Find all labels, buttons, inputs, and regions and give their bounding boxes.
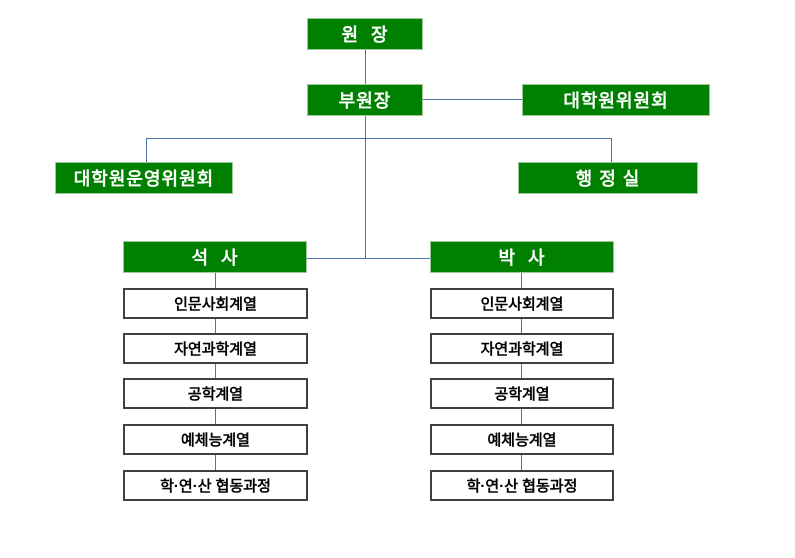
doctoral-dept-label: 예체능계열 (487, 432, 557, 449)
graduate-school-operating-committee-label: 대학원운영위원회 (73, 169, 215, 189)
masters-dept-box: 공학계열 (123, 378, 308, 409)
director-box: 원 장 (307, 18, 423, 50)
connector-to-admin-office (611, 138, 612, 162)
masters-dept-box: 인문사회계열 (123, 288, 308, 319)
connector-director-to-vice (365, 50, 366, 84)
vice-director-label: 부원장 (338, 91, 392, 111)
doctoral-dept-box: 인문사회계열 (430, 288, 614, 319)
masters-box: 석 사 (123, 241, 307, 273)
masters-dept-label: 학·연·산 협동과정 (160, 478, 271, 495)
masters-dept-box: 예체능계열 (123, 424, 308, 455)
administration-office-label: 행 정 실 (575, 169, 641, 189)
graduate-school-operating-committee-box: 대학원운영위원회 (55, 162, 233, 194)
masters-dept-label: 인문사회계열 (174, 296, 257, 313)
masters-dept-box: 자연과학계열 (123, 333, 308, 364)
doctoral-dept-box: 학·연·산 협동과정 (430, 470, 614, 501)
doctoral-dept-box: 자연과학계열 (430, 333, 614, 364)
doctoral-box: 박 사 (430, 241, 614, 273)
doctoral-dept-label: 인문사회계열 (480, 296, 564, 313)
doctoral-dept-label: 자연과학계열 (480, 341, 564, 358)
masters-dept-box: 학·연·산 협동과정 (123, 470, 308, 501)
administration-office-box: 행 정 실 (518, 162, 698, 194)
connector-center-vertical (365, 116, 366, 259)
connector-masters-column (215, 273, 216, 471)
connector-masters-doctoral (307, 258, 432, 259)
connector-vice-to-committee (423, 99, 522, 100)
masters-label: 석 사 (191, 248, 239, 268)
doctoral-dept-label: 학·연·산 협동과정 (466, 478, 578, 495)
doctoral-dept-box: 공학계열 (430, 378, 614, 409)
masters-dept-label: 자연과학계열 (174, 341, 257, 358)
graduate-school-committee-label: 대학원위원회 (563, 91, 669, 111)
vice-director-box: 부원장 (307, 84, 423, 116)
masters-dept-label: 예체능계열 (180, 432, 250, 449)
connector-to-operating-committee (146, 138, 147, 162)
doctoral-dept-box: 예체능계열 (430, 424, 614, 455)
masters-dept-label: 공학계열 (187, 386, 244, 403)
doctoral-dept-label: 공학계열 (494, 386, 550, 403)
connector-doctoral-column (521, 273, 522, 471)
connector-branch-horizontal (146, 138, 612, 139)
director-label: 원 장 (341, 25, 389, 45)
doctoral-label: 박 사 (498, 248, 546, 268)
graduate-school-committee-box: 대학원위원회 (522, 84, 710, 116)
